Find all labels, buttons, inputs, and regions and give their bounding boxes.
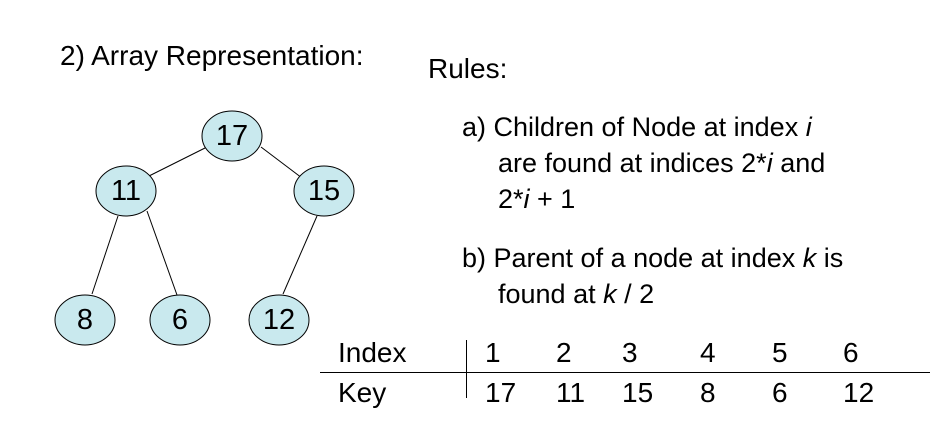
edge-root-left bbox=[148, 146, 208, 177]
rules-title: Rules: bbox=[428, 53, 508, 84]
index-cell: 3 bbox=[622, 337, 638, 368]
tree-node-left-left: 8 bbox=[54, 294, 116, 346]
index-cell: 1 bbox=[485, 337, 501, 368]
rule-b-var: k bbox=[603, 279, 617, 309]
key-cell: 12 bbox=[843, 377, 875, 408]
tree-node-left-right: 6 bbox=[149, 294, 211, 346]
rule-b-var: k bbox=[802, 243, 817, 273]
table-vertical-divider bbox=[466, 340, 467, 398]
node-value: 15 bbox=[308, 175, 340, 207]
rule-a-var: i bbox=[805, 112, 812, 142]
table-horizontal-divider bbox=[320, 372, 930, 373]
rule-b-text: / 2 bbox=[616, 279, 655, 309]
rule-a-text: are found at indices 2* bbox=[498, 148, 767, 178]
edge-left-leftchild bbox=[91, 215, 119, 295]
key-cell: 8 bbox=[700, 377, 716, 408]
key-label: Key bbox=[338, 377, 387, 408]
rule-b-line-2: found at k / 2 bbox=[498, 276, 654, 312]
rule-a-text: 2* bbox=[498, 184, 524, 214]
rule-a-var: i bbox=[523, 184, 530, 214]
rule-a-line-2: are found at indices 2*i and bbox=[498, 145, 825, 181]
index-cell: 2 bbox=[556, 337, 572, 368]
tree-node-right-left: 12 bbox=[248, 294, 310, 346]
rule-b-text: found at bbox=[498, 279, 604, 309]
tree-node-left: 11 bbox=[95, 165, 157, 217]
rule-a-line-1: a) Children of Node at index i bbox=[462, 109, 812, 145]
node-value: 17 bbox=[216, 120, 248, 152]
rule-a-text: and bbox=[772, 148, 826, 178]
index-cell: 5 bbox=[772, 337, 788, 368]
rule-a-text: a) Children of Node at index bbox=[462, 112, 806, 142]
node-value: 11 bbox=[111, 175, 141, 207]
key-cell: 15 bbox=[622, 377, 654, 408]
key-cell: 11 bbox=[556, 377, 586, 408]
key-cell: 6 bbox=[772, 377, 788, 408]
edge-left-rightchild bbox=[146, 210, 178, 296]
rule-b-line-1: b) Parent of a node at index k is bbox=[462, 240, 843, 276]
index-cell: 4 bbox=[700, 337, 716, 368]
node-value: 8 bbox=[77, 304, 93, 336]
tree-node-right: 15 bbox=[293, 165, 355, 217]
index-cell: 6 bbox=[843, 337, 859, 368]
key-cell: 17 bbox=[485, 377, 517, 408]
node-value: 12 bbox=[263, 304, 295, 336]
rule-b-text: is bbox=[816, 243, 844, 273]
rule-a-line-3: 2*i + 1 bbox=[498, 181, 575, 217]
rule-a-text: + 1 bbox=[529, 184, 576, 214]
tree-node-root: 17 bbox=[201, 110, 263, 162]
node-value: 6 bbox=[172, 304, 188, 336]
edge-right-leftchild bbox=[282, 215, 318, 295]
section-title: 2) Array Representation: bbox=[60, 40, 364, 71]
index-label: Index bbox=[338, 337, 407, 368]
rule-a-var: i bbox=[766, 148, 773, 178]
rule-b-text: b) Parent of a node at index bbox=[462, 243, 803, 273]
edge-root-right bbox=[260, 146, 303, 179]
